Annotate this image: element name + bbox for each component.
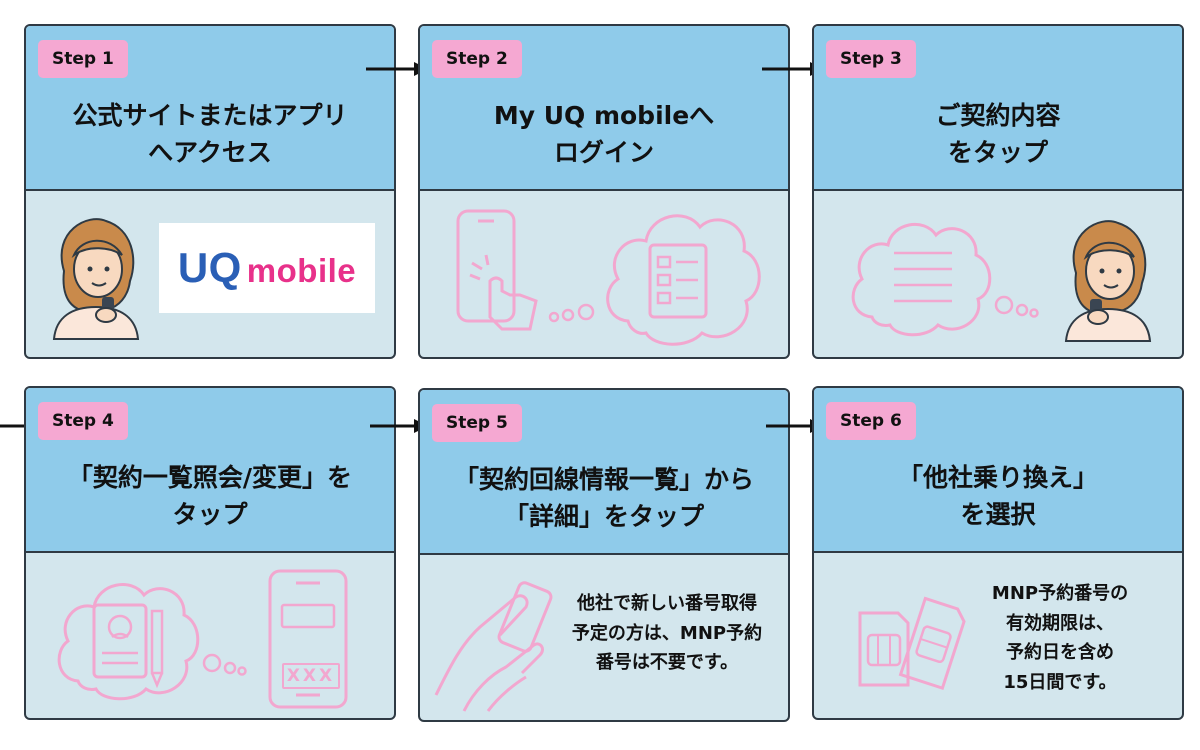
step-1-title-line-1: 公式サイトまたはアプリ xyxy=(72,100,348,130)
step-5-note-line-2: 予定の方は、MNP予約 xyxy=(571,622,763,644)
step-6-body: MNP予約番号の 有効期限は、 予約日を含め 15日間です。 xyxy=(814,553,1182,718)
step-3-body xyxy=(814,191,1182,357)
step-5-note: 他社で新しい番号取得 予定の方は、MNP予約 番号は不要です。 xyxy=(552,589,782,678)
profile-document-cloud-illustration xyxy=(57,583,200,701)
step-5-title-line-1: 「契約回線情報一覧」から xyxy=(453,464,754,494)
phone-screen-code-text: XXX xyxy=(282,663,340,689)
step-6-title: 「他社乗り換え」 を選択 xyxy=(814,446,1182,546)
step-5-card: Step 5 「契約回線情報一覧」から 「詳細」をタップ 他社で新しい番号取得 … xyxy=(418,388,790,722)
hand-holding-phone-illustration xyxy=(434,581,553,712)
step-6-note-line-2: 有効期限は、 xyxy=(1006,612,1114,634)
step-2-card: Step 2 My UQ mobileへ ログイン xyxy=(418,24,790,359)
step-4-title-line-1: 「契約一覧照会/変更」を xyxy=(67,462,353,492)
step-1-card: Step 1 公式サイトまたはアプリ へアクセス UQ mobile xyxy=(24,24,396,359)
step-6-card: Step 6 「他社乗り換え」 を選択 MNP予約番号の 有効期限は、 予約日を… xyxy=(812,386,1184,720)
sim-cards-illustration xyxy=(858,596,966,691)
thought-dots-icon xyxy=(548,303,595,323)
step-5-body: 他社で新しい番号取得 予定の方は、MNP予約 番号は不要です。 xyxy=(420,555,788,720)
step-5-title-line-2: 「詳細」をタップ xyxy=(503,502,704,531)
thought-dots-icon xyxy=(994,295,1039,318)
checklist-cloud-illustration xyxy=(606,214,761,346)
step-1-body: UQ mobile xyxy=(26,191,394,357)
step-5-title: 「契約回線情報一覧」から 「詳細」をタップ xyxy=(420,448,788,548)
step-5-header: Step 5 「契約回線情報一覧」から 「詳細」をタップ xyxy=(420,390,788,555)
step-4-card: Step 4 「契約一覧照会/変更」を タップ XXX xyxy=(24,386,396,720)
logo-uq-text: UQ xyxy=(177,244,242,291)
step-2-title: My UQ mobileへ ログイン xyxy=(420,84,788,184)
step-2-title-line-2: ログイン xyxy=(553,138,654,167)
phone-tap-illustration xyxy=(456,209,538,331)
step-1-badge: Step 1 xyxy=(38,40,128,78)
logo-mobile-text: mobile xyxy=(246,252,357,289)
step-4-header: Step 4 「契約一覧照会/変更」を タップ xyxy=(26,388,394,553)
step-1-header: Step 1 公式サイトまたはアプリ へアクセス xyxy=(26,26,394,191)
step-3-card: Step 3 ご契約内容 をタップ xyxy=(812,24,1184,359)
step-3-badge: Step 3 xyxy=(826,40,916,78)
step-2-header: Step 2 My UQ mobileへ ログイン xyxy=(420,26,788,191)
uq-mobile-logo: UQ mobile xyxy=(159,223,375,313)
step-3-title-line-1: ご契約内容 xyxy=(935,100,1061,130)
step-6-note-line-1: MNP予約番号の xyxy=(991,583,1129,604)
step-6-note-line-4: 15日間です。 xyxy=(1003,672,1117,694)
step-3-header: Step 3 ご契約内容 をタップ xyxy=(814,26,1182,191)
step-6-header: Step 6 「他社乗り換え」 を選択 xyxy=(814,388,1182,553)
step-6-title-line-2: を選択 xyxy=(960,500,1036,529)
step-6-title-line-1: 「他社乗り換え」 xyxy=(897,462,1098,492)
step-1-title: 公式サイトまたはアプリ へアクセス xyxy=(26,84,394,184)
step-4-badge: Step 4 xyxy=(38,402,128,440)
step-3-title-line-2: をタップ xyxy=(947,138,1048,167)
list-cloud-illustration xyxy=(851,223,992,337)
woman-with-phone-illustration xyxy=(1064,220,1152,342)
step-3-title: ご契約内容 をタップ xyxy=(814,84,1182,184)
phone-screen-illustration xyxy=(268,569,348,709)
step-6-note-line-3: 予約日を含め xyxy=(1006,642,1114,664)
step-4-body: XXX xyxy=(26,553,394,718)
step-2-title-line-1: My UQ mobileへ xyxy=(493,100,715,130)
step-1-title-line-2: へアクセス xyxy=(148,138,272,167)
step-2-badge: Step 2 xyxy=(432,40,522,78)
step-6-badge: Step 6 xyxy=(826,402,916,440)
step-5-note-line-3: 番号は不要です。 xyxy=(595,652,739,674)
step-2-body xyxy=(420,191,788,357)
step-4-title-line-2: タップ xyxy=(172,500,248,529)
step-5-note-line-1: 他社で新しい番号取得 xyxy=(577,593,757,614)
woman-with-phone-illustration xyxy=(52,218,140,340)
step-6-note: MNP予約番号の 有効期限は、 予約日を含め 15日間です。 xyxy=(960,579,1160,698)
step-5-badge: Step 5 xyxy=(432,404,522,442)
step-4-title: 「契約一覧照会/変更」を タップ xyxy=(26,446,394,546)
thought-dots-icon xyxy=(202,653,247,676)
